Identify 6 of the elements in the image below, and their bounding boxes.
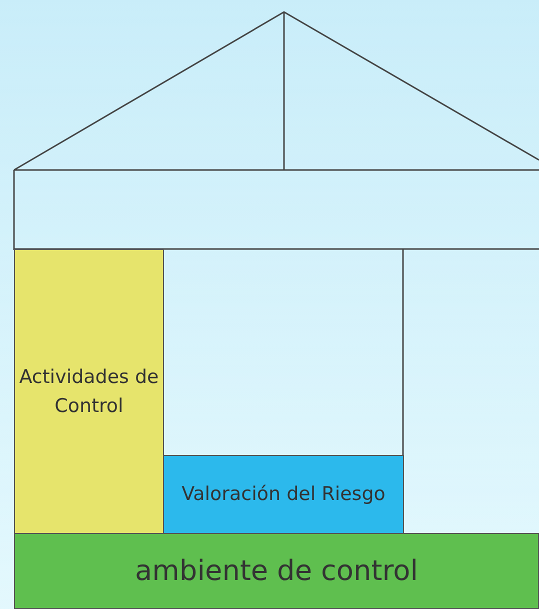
foundation-band bbox=[14, 533, 539, 609]
label-text: Actividades de Control bbox=[18, 365, 160, 418]
control-activities-pillar bbox=[14, 249, 164, 534]
risk-assessment-block bbox=[163, 455, 404, 534]
label-text: Valoración del Riesgo bbox=[182, 482, 386, 508]
label-text: ambiente de control bbox=[134, 554, 418, 588]
